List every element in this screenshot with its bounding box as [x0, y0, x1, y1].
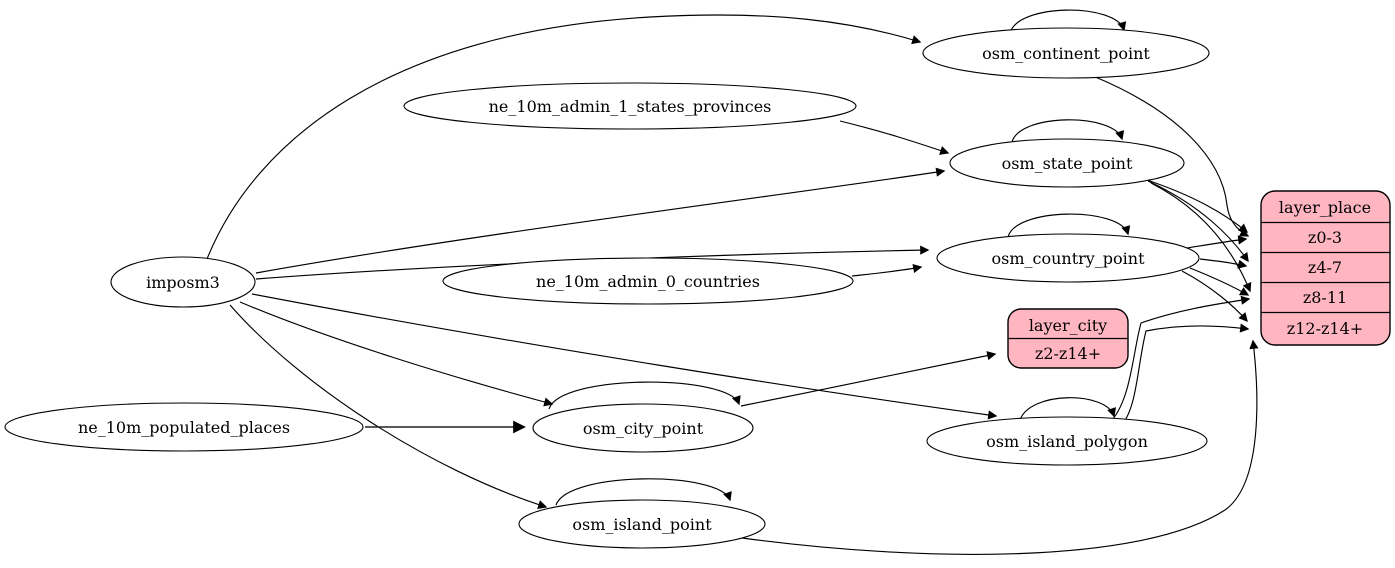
node-osm_state_point: osm_state_point [949, 138, 1185, 188]
edge-imposm3-osm_island_polygon [251, 293, 998, 420]
record-layer_place-row-z4-7: z4-7 [1308, 258, 1342, 277]
node-osm_island_point-label: osm_island_point [572, 515, 712, 534]
edge-imposm3-osm_island_point [229, 304, 548, 510]
edge-osm_country_point-z12-z14 [1181, 270, 1248, 323]
node-osm_city_point-label: osm_city_point [583, 419, 704, 438]
edge-osm_country_point-z8-11 [1189, 267, 1250, 296]
node-ne_10m_admin_1_states_provinces: ne_10m_admin_1_states_provinces [403, 82, 857, 130]
edge-osm_country_point-z4-7 [1199, 258, 1248, 269]
node-imposm3-label: imposm3 [146, 273, 220, 292]
node-osm_island_polygon-label: osm_island_polygon [986, 432, 1148, 451]
node-ne_10m_populated_places: ne_10m_populated_places [4, 402, 364, 452]
edge-osm_island_polygon-z8-11 [1111, 295, 1251, 421]
selfloop-osm_island_point [555, 478, 732, 506]
node-ne_10m_admin_1_states_provinces-shape [403, 82, 857, 130]
edge-osm_country_point-z0-3 [1186, 235, 1248, 249]
edge-osm_city_point-layer_city [740, 351, 997, 407]
record-layer_city-row-z2-z14: z2-z14+ [1035, 344, 1101, 363]
selfloop-osm_city_point [548, 381, 741, 410]
record-layer_place-title: layer_place [1279, 198, 1371, 217]
node-ne_10m_populated_places-shape [4, 402, 364, 452]
node-osm_state_point-label: osm_state_point [1002, 154, 1133, 173]
node-osm_country_point-label: osm_country_point [991, 249, 1145, 268]
edge-imposm3-osm_continent_point [206, 14, 922, 260]
selfloop-osm_island_polygon [1019, 397, 1116, 421]
record-layer_place-shape [1260, 190, 1391, 346]
node-imposm3-shape [110, 256, 256, 308]
node-ne_10m_admin_0_countries: ne_10m_admin_0_countries [442, 257, 854, 305]
selfloop-osm_state_point [1011, 119, 1125, 143]
edge-osm_island_point-z12-z14 [741, 339, 1259, 555]
node-ne_10m_admin_1_states_provinces-label: ne_10m_admin_1_states_provinces [489, 97, 772, 116]
edge-osm_state_point-z0-3 [1143, 178, 1249, 233]
nodes-group: imposm3 ne_10m_admin_1_states_provinces … [4, 27, 1210, 549]
node-osm_city_point-shape [532, 403, 754, 453]
edge-osm_continent_point-z0-3 [1092, 75, 1250, 237]
record-layer_place: layer_place z0-3 z4-7 z8-11 z12-z14+ [1260, 190, 1391, 346]
node-osm_continent_point: osm_continent_point [922, 27, 1210, 79]
edge-ne_10m_admin_1_states_provinces-osm_state_point [839, 120, 950, 155]
node-ne_10m_populated_places-label: ne_10m_populated_places [78, 418, 290, 437]
record-layer_place-row-z8-11: z8-11 [1303, 288, 1347, 307]
node-ne_10m_admin_0_countries-shape [442, 257, 854, 305]
selfloop-osm_continent_point [1009, 9, 1127, 34]
node-osm_island_point: osm_island_point [518, 499, 766, 549]
record-layer_place-row-z0-3: z0-3 [1308, 228, 1342, 247]
node-osm_continent_point-shape [922, 27, 1210, 79]
record-layer_city: layer_city z2-z14+ [1007, 308, 1129, 369]
edge-imposm3-osm_state_point [255, 167, 946, 274]
node-osm_island_point-shape [518, 499, 766, 549]
node-osm_country_point-shape [936, 233, 1200, 283]
node-osm_island_polygon: osm_island_polygon [926, 416, 1208, 466]
edge-osm_state_point-z8-11 [1150, 182, 1252, 293]
node-osm_country_point: osm_country_point [936, 233, 1200, 283]
node-imposm3: imposm3 [110, 256, 256, 308]
node-osm_city_point: osm_city_point [532, 403, 754, 453]
edges-group [206, 9, 1259, 555]
record-layer_place-row-z12-z14: z12-z14+ [1287, 319, 1363, 338]
edge-osm_state_point-z4-7 [1147, 180, 1249, 263]
record-layer_city-title: layer_city [1029, 316, 1107, 335]
node-osm_continent_point-label: osm_continent_point [982, 44, 1150, 63]
node-osm_state_point-shape [949, 138, 1185, 188]
edge-ne_10m_admin_0_countries-osm_country_point [851, 263, 923, 277]
selfloop-osm_country_point [1007, 213, 1131, 238]
edge-imposm3-osm_city_point [239, 301, 554, 407]
node-ne_10m_admin_0_countries-label: ne_10m_admin_0_countries [536, 272, 760, 291]
node-osm_island_polygon-shape [926, 416, 1208, 466]
edge-osm_island_polygon-z12-z14 [1122, 323, 1250, 424]
